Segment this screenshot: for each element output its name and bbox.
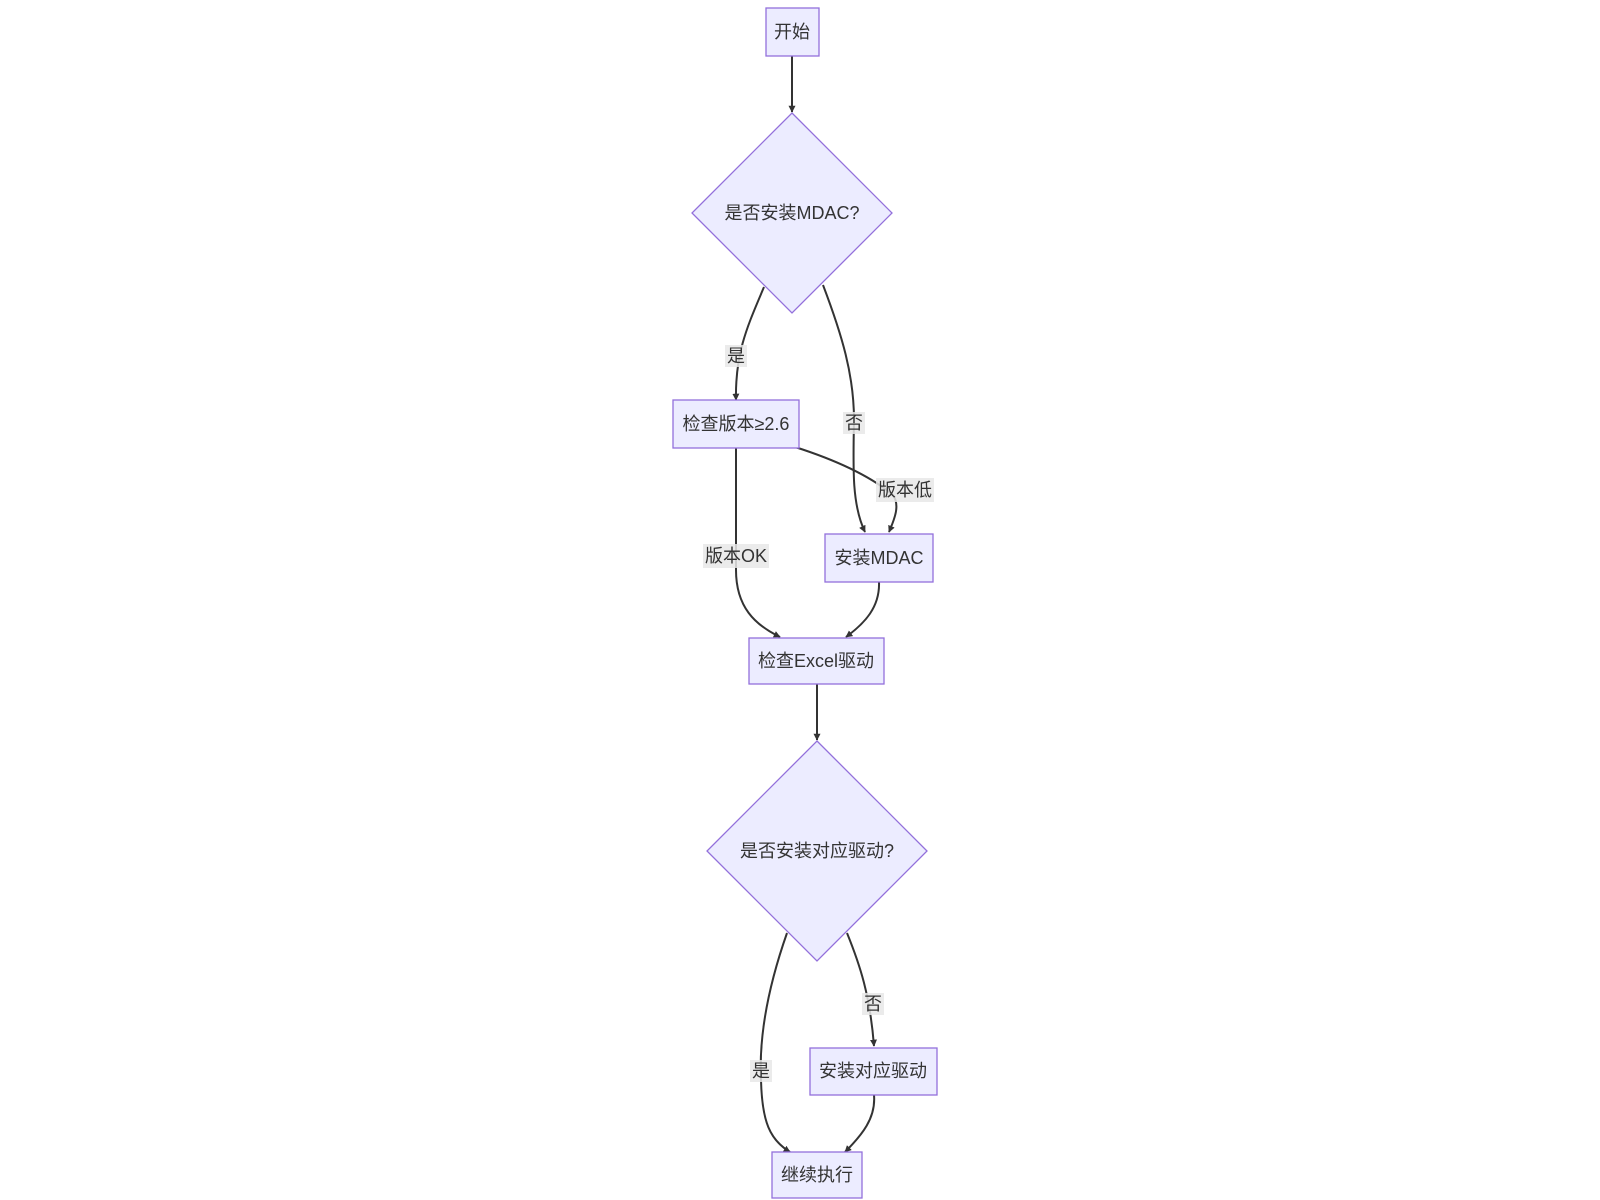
edge-label-q-mdac-no: 否 xyxy=(843,412,865,434)
edge-label-bg xyxy=(843,412,865,434)
node-check-excel[interactable]: 检查Excel驱动 xyxy=(748,637,885,685)
edge-label-version-low: 版本低 xyxy=(876,478,934,502)
edge-install-driver-to-continue xyxy=(844,1094,876,1153)
edge-label-version-ok: 版本OK xyxy=(703,544,769,568)
node-start[interactable]: 开始 xyxy=(765,7,820,57)
node-q-mdac[interactable]: 是否安装MDAC? xyxy=(691,112,893,314)
node-label: 是否安装MDAC? xyxy=(724,203,859,223)
node-shape xyxy=(706,740,928,962)
node-label: 开始 xyxy=(774,22,810,42)
node-continue[interactable]: 继续执行 xyxy=(771,1151,863,1199)
edge-q-mdac-no xyxy=(822,284,866,533)
edge-label-q-driver-yes: 是 xyxy=(750,1060,772,1082)
edge-label-text: 否 xyxy=(845,413,863,433)
edge-label-bg xyxy=(703,544,769,568)
node-label: 检查版本≥2.6 xyxy=(683,414,790,434)
node-label: 是否安装对应驱动? xyxy=(740,841,894,861)
edge-q-driver-yes xyxy=(759,932,791,1153)
node-install-mdac[interactable]: 安装MDAC xyxy=(824,533,934,583)
edge-label-text: 否 xyxy=(864,994,882,1014)
edge-label-text: 版本低 xyxy=(878,480,932,500)
node-q-driver[interactable]: 是否安装对应驱动? xyxy=(706,740,928,962)
node-check-version[interactable]: 检查版本≥2.6 xyxy=(672,399,800,449)
edge-install-mdac-to-excel xyxy=(845,581,881,638)
edge-labels: 是 否 版本低 版本OK 是 否 xyxy=(703,345,934,1082)
edge-label-bg xyxy=(862,993,884,1015)
edge-label-bg xyxy=(725,345,747,367)
edge-label-text: 是 xyxy=(727,346,745,366)
edge-version-ok xyxy=(735,448,781,638)
node-shape xyxy=(809,1047,938,1096)
node-shape xyxy=(691,112,893,314)
node-shape xyxy=(748,637,885,685)
edge-label-text: 是 xyxy=(752,1061,770,1081)
node-label: 检查Excel驱动 xyxy=(758,651,874,671)
edge-label-bg xyxy=(876,478,934,502)
edge-q-mdac-yes xyxy=(732,286,765,401)
node-shape xyxy=(672,399,800,449)
edge-q-driver-no xyxy=(846,932,877,1047)
node-label: 安装MDAC xyxy=(835,548,924,568)
edge-label-text: 版本OK xyxy=(705,546,767,566)
edge-label-q-mdac-yes: 是 xyxy=(725,345,747,367)
edge-label-q-driver-no: 否 xyxy=(862,993,884,1015)
node-label: 安装对应驱动 xyxy=(819,1061,927,1081)
node-shape xyxy=(765,7,820,57)
node-shape xyxy=(824,533,934,583)
node-shape xyxy=(771,1151,863,1199)
nodes: 开始 是否安装MDAC? 检查版本≥2.6 安装MDAC 检查Excel驱动 是… xyxy=(672,7,938,1199)
edge-label-bg xyxy=(750,1060,772,1082)
node-install-driver[interactable]: 安装对应驱动 xyxy=(809,1047,938,1096)
node-label: 继续执行 xyxy=(781,1165,853,1185)
